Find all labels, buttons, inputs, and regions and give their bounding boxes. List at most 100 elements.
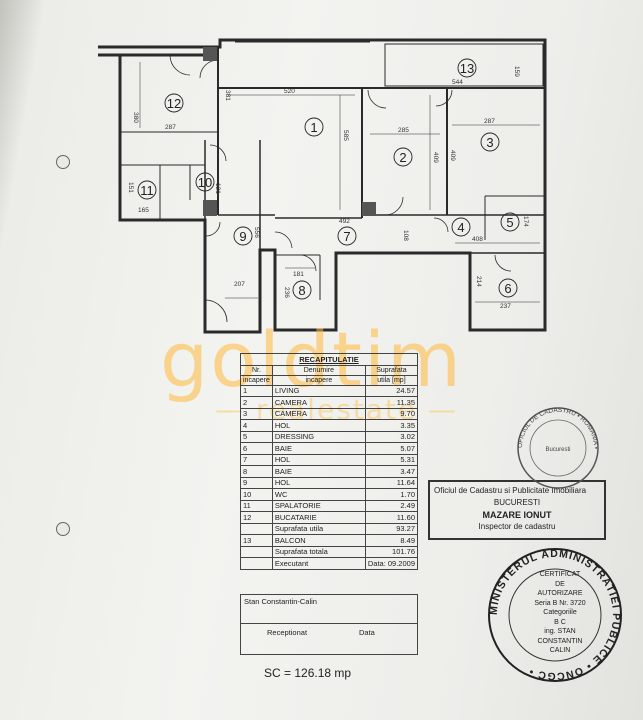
receptionat-label: Receptionat [267, 628, 308, 637]
plan-door [205, 221, 221, 237]
room-7-circle [337, 226, 357, 246]
dim-label: 556 [253, 227, 260, 238]
dim-label: 520 [284, 88, 295, 95]
header-area-sub: utila [mp] [364, 374, 419, 386]
row-name: BUCATARIE [271, 511, 366, 524]
dim-label: 237 [500, 303, 511, 310]
dim-label: 381 [224, 90, 231, 101]
stamp-l1: CERTIFICAT [539, 571, 581, 578]
stamp-office-city: BUCURESTI [493, 498, 541, 507]
dim-label: 174 [522, 216, 529, 227]
room-10-number: 10 [198, 175, 212, 190]
room-10-circle [195, 172, 215, 192]
room-1-circle [304, 117, 324, 137]
dim-label: 544 [452, 79, 463, 86]
dim-label: 159 [513, 66, 520, 77]
small-stamp-ring-text: OFICIUL DE CADASTRU • ROMANIA • [517, 407, 599, 450]
stamp-l8: CONSTANTIN [537, 637, 583, 645]
plan-door [367, 89, 387, 109]
executant-date: Data: 09.2009 [364, 557, 419, 570]
authorization-stamp-inner: CERTIFICAT DE AUTORIZARE Seria B Nr. 372… [512, 570, 608, 656]
utila-label: Suprafata utila [271, 522, 366, 535]
stamp-office-name: Oficiul de Cadastru si Publicitate Imobi… [434, 486, 587, 495]
room-4-circle [451, 217, 471, 237]
plan-door [274, 231, 293, 249]
receptionat-box: Receptionat Data [240, 623, 418, 655]
plan-door [435, 89, 453, 107]
executant-label: Executant [271, 557, 366, 570]
plan-door [169, 54, 191, 76]
room-12-circle [164, 93, 184, 113]
stamp-inspector-role: Inspector de cadastru [478, 522, 556, 531]
total-construita: SC = 126.18 mp [264, 666, 352, 680]
svg-text:OFICIUL DE CADASTRU • ROMANIA: OFICIUL DE CADASTRU • ROMANIA • [517, 407, 599, 450]
small-round-stamp: OFICIUL DE CADASTRU • ROMANIA • Bucurest… [517, 407, 599, 489]
plan-column [203, 47, 217, 61]
punch-hole [56, 155, 70, 169]
room-7-number: 7 [343, 229, 350, 244]
stamp-l5: Categoriile [543, 609, 577, 616]
dim-label: 121 [214, 183, 221, 194]
dim-label: 285 [398, 127, 409, 134]
small-stamp-inner-text: Bucuresti [545, 447, 570, 453]
dim-label: 181 [293, 271, 304, 278]
dim-label: 408 [472, 236, 483, 243]
dim-label: 380 [132, 112, 139, 123]
executant-name: Stan Constantin-Calin [244, 597, 317, 606]
stamp-l9: CALIN [549, 647, 571, 654]
row-area: 11.60 [364, 511, 419, 524]
plan-door [384, 196, 404, 216]
dim-label: 214 [475, 276, 482, 287]
dim-label: 151 [127, 182, 134, 193]
room-3-number: 3 [486, 135, 493, 150]
stamp-l3: AUTORIZARE [537, 590, 583, 597]
dim-label: 165 [138, 207, 149, 214]
dim-label: 108 [402, 230, 409, 241]
dim-label: 409 [432, 152, 439, 163]
plan-door [299, 254, 317, 272]
plan-column [203, 200, 217, 216]
plan-column [362, 202, 376, 216]
dim-label: 287 [484, 118, 495, 125]
room-6-number: 6 [504, 281, 511, 296]
totala-value: 101.76 [364, 545, 419, 558]
room-9-number: 9 [239, 229, 246, 244]
dim-label: 409 [449, 150, 456, 161]
stamp-l6: B C [554, 618, 566, 626]
room-13-circle [457, 58, 477, 78]
punch-hole [56, 522, 70, 536]
room-11-circle [137, 180, 157, 200]
dim-label: 492 [339, 218, 350, 225]
room-1-number: 1 [310, 120, 317, 135]
plan-door [209, 144, 227, 162]
room-2-number: 2 [399, 150, 406, 165]
room-11-number: 11 [140, 183, 154, 198]
utila-value: 93.27 [364, 522, 419, 535]
stamp-inspector-name: MAZARE IONUT [482, 510, 552, 520]
dim-label: 287 [165, 124, 176, 131]
room-8-circle [292, 280, 312, 300]
recap-table: RECAPITULATIE Nr. Denumire Suprafata inc… [240, 353, 419, 570]
room-2-circle [393, 147, 413, 167]
dim-label: 236 [283, 287, 290, 298]
room-3-circle [480, 132, 500, 152]
stamp-l2: DE [555, 580, 565, 588]
room-13-number: 13 [460, 61, 474, 76]
room-5-number: 5 [506, 215, 513, 230]
room-12-number: 12 [167, 96, 181, 111]
room-5-circle [500, 212, 520, 232]
row-name: BALCON [271, 534, 366, 547]
plan-door [204, 299, 228, 323]
dim-label: 207 [234, 281, 245, 288]
stamp-l7: ing. STAN [544, 628, 576, 635]
